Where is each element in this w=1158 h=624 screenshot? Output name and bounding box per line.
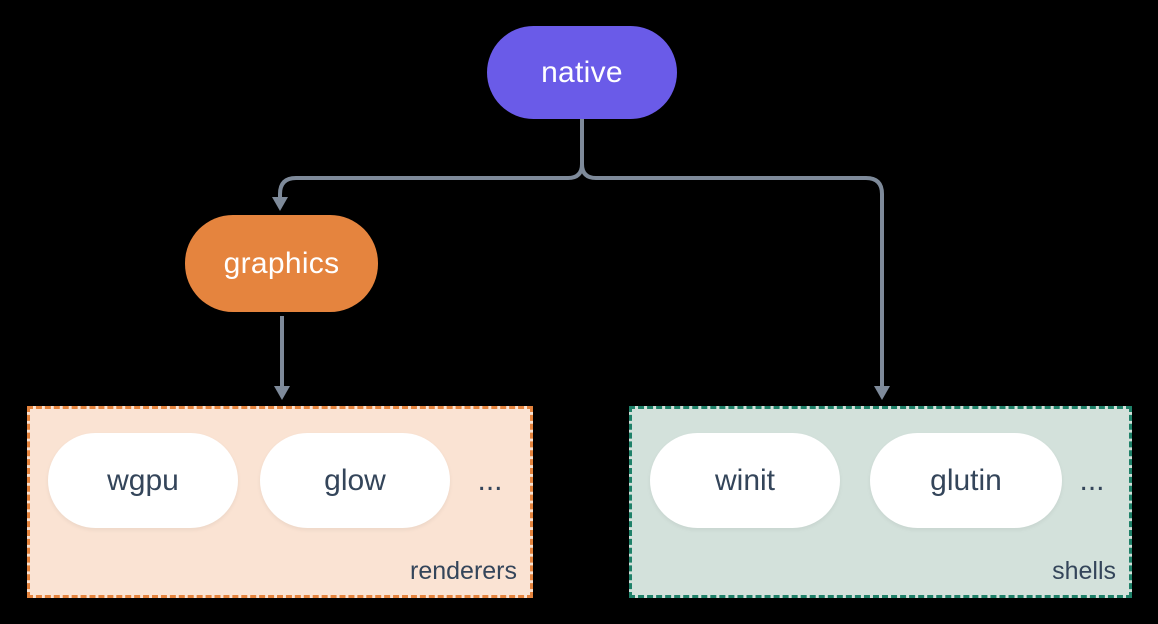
renderers-more-indicator: ...: [477, 463, 503, 497]
node-winit: winit: [650, 433, 840, 528]
group-shells: winit glutin ... shells: [629, 406, 1132, 598]
node-winit-label: winit: [714, 463, 775, 497]
node-graphics-label: graphics: [223, 246, 340, 280]
node-wgpu: wgpu: [48, 433, 238, 528]
shells-more-indicator: ...: [1079, 463, 1105, 497]
group-renderers-label: renderers: [410, 557, 517, 585]
node-wgpu-label: wgpu: [107, 463, 179, 497]
node-native: native: [487, 26, 677, 119]
group-shells-label: shells: [1052, 557, 1116, 585]
arrowhead-shells: [874, 386, 890, 400]
edge-native-to-graphics: [278, 119, 584, 198]
node-glutin-label: glutin: [930, 463, 1002, 497]
arrowhead-renderers: [274, 386, 290, 400]
node-native-label: native: [541, 55, 623, 89]
node-glow-label: glow: [324, 463, 386, 497]
node-graphics: graphics: [185, 215, 378, 312]
node-glutin: glutin: [870, 433, 1062, 528]
group-renderers: wgpu glow ... renderers: [27, 406, 533, 598]
node-glow: glow: [260, 433, 450, 528]
edge-native-to-shells: [580, 140, 884, 387]
arrowhead-graphics: [272, 197, 288, 211]
